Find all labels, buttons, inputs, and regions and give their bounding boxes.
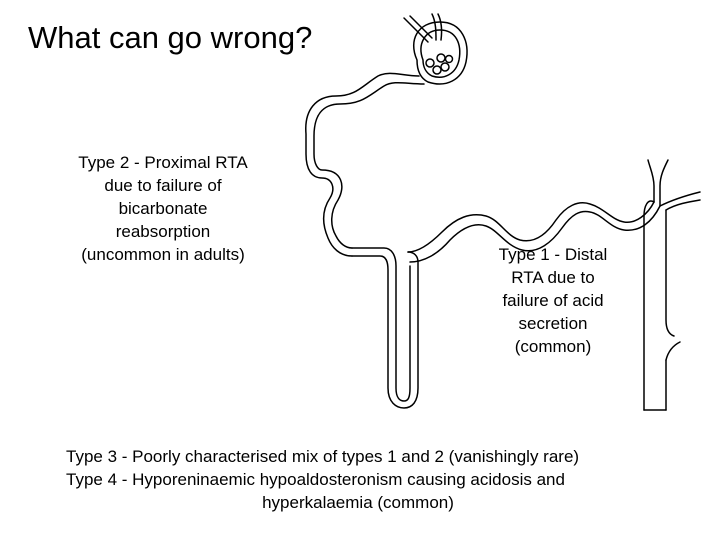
type4-note: Type 4 - Hyporeninaemic hypoaldosteronis…	[66, 470, 565, 489]
bottom-notes: Type 3 - Poorly characterised mix of typ…	[18, 445, 718, 514]
type1-line: RTA due to	[511, 268, 595, 287]
type1-label: Type 1 - Distal RTA due to failure of ac…	[473, 243, 633, 358]
glomerulus	[403, 13, 468, 85]
type1-line: failure of acid	[502, 291, 604, 310]
slide-title: What can go wrong?	[28, 20, 313, 55]
type2-line: Type 2 - Proximal RTA	[78, 153, 248, 172]
proximal-tubule	[305, 72, 425, 257]
type1-line: secretion	[518, 314, 588, 333]
loop-of-henle	[351, 247, 419, 409]
type2-line: (uncommon in adults)	[81, 245, 245, 264]
type1-line: Type 1 - Distal	[498, 245, 608, 264]
type2-line: reabsorption	[115, 222, 211, 241]
type1-line: (common)	[514, 337, 592, 356]
type4-note-continued: hyperkalaemia (common)	[262, 493, 454, 512]
type2-line: due to failure of	[104, 176, 222, 195]
distal-tubule	[407, 201, 661, 263]
type3-note: Type 3 - Poorly characterised mix of typ…	[66, 447, 580, 466]
collecting-duct	[643, 159, 701, 411]
type2-line: bicarbonate	[118, 199, 208, 218]
type2-label: Type 2 - Proximal RTA due to failure of …	[40, 151, 286, 266]
